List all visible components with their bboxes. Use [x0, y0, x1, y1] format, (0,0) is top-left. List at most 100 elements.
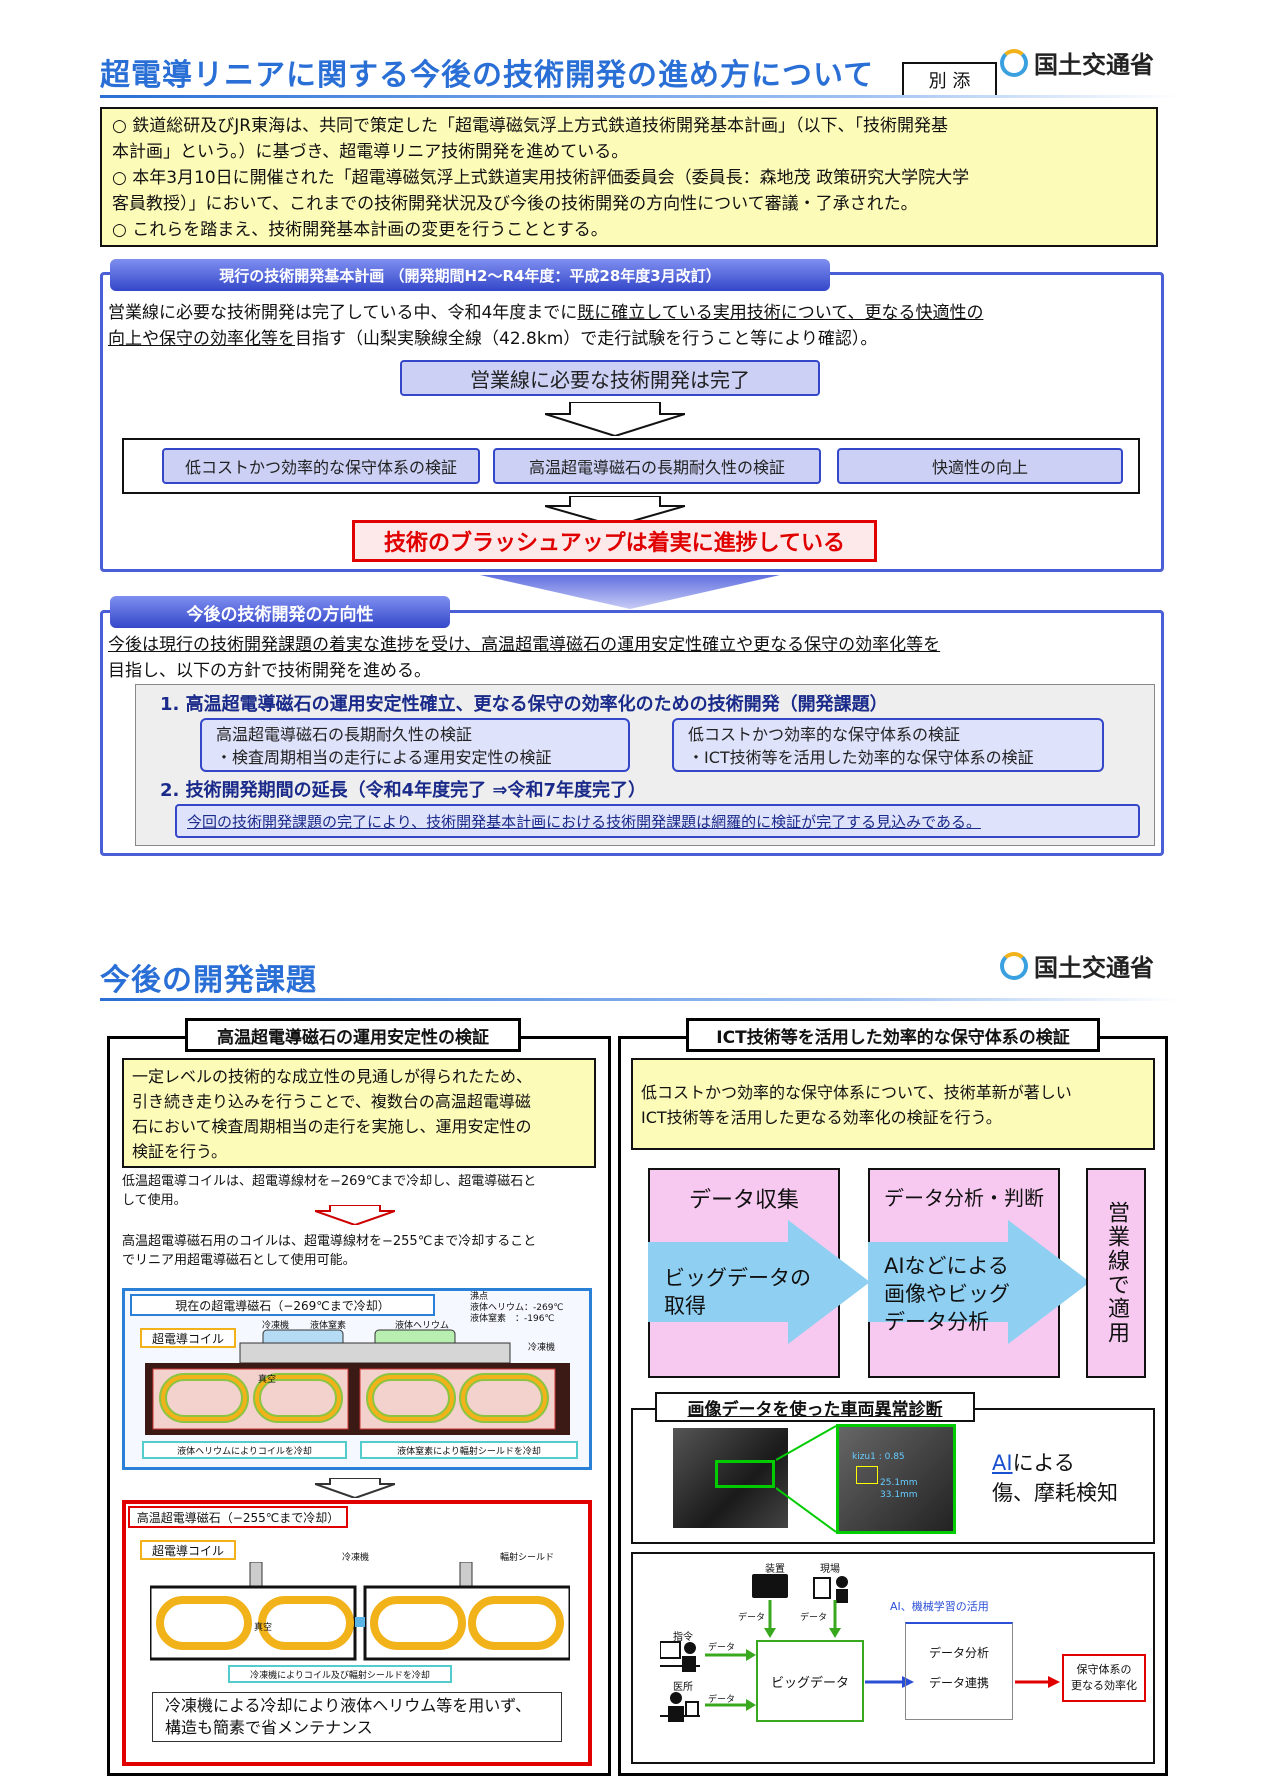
device-icon	[752, 1574, 788, 1598]
clinic-desk-icon	[660, 1690, 700, 1728]
title-underline	[100, 998, 1180, 1001]
fig1-label-refrigerator2: 冷凍機	[528, 1343, 556, 1353]
item-durability: 高温超電導磁石の長期耐久性の検証	[493, 448, 821, 484]
down-arrow-icon	[315, 1205, 395, 1225]
fig1-note-helium: 液体ヘリウムによりコイルを冷却	[142, 1441, 347, 1459]
result-efficiency-box: 保守体系の 更なる効率化	[1062, 1654, 1146, 1702]
right-desc-line: ICT技術等を活用した更なる効率化の検証を行う。	[641, 1108, 1002, 1127]
zoom-measure1: 25.1mm	[880, 1478, 918, 1488]
flow-data-label: データ	[738, 1613, 766, 1623]
policy-box-durability: 高温超電導磁石の長期耐久性の検証 ・検査周期相当の走行による運用安定性の検証	[200, 718, 630, 772]
fig2-title: 高温超電導磁石（−255℃まで冷却）	[128, 1506, 348, 1528]
result-box: 技術のブラッシュアップは着実に進捗している	[352, 520, 877, 562]
text-line: して使用。	[122, 1193, 187, 1208]
item-comfort: 快適性の向上	[837, 448, 1123, 484]
fig1-note-nitrogen: 液体窒素により輻射シールドを冷却	[360, 1441, 578, 1459]
text-line: 高温超電導磁石用のコイルは、超電導線材を−255℃まで冷却すること	[122, 1234, 537, 1249]
text: 傷、摩耗検知	[992, 1481, 1118, 1505]
policy-box-line: 高温超電導磁石の長期耐久性の検証	[216, 725, 473, 744]
fig2-magnet-diagram	[150, 1562, 570, 1661]
intro-box: ○ 鉄道総研及びJR東海は、共同で策定した「超電導磁気浮上方式鉄道技術開発基本計…	[100, 107, 1158, 247]
diagnosis-header: 画像データを使った車両異常診断	[655, 1392, 975, 1422]
text-line: データ分析	[928, 1646, 989, 1660]
command-desk-icon	[659, 1640, 700, 1674]
flow-arrows	[705, 1600, 1060, 1711]
data-collection-body: ビッグデータの 取得	[664, 1264, 811, 1320]
fig1-label-vacuum: 真空	[258, 1375, 277, 1385]
flow-panel	[631, 1552, 1155, 1764]
future-desc-line: 目指し、以下の方針で技術開発を進める。	[108, 661, 431, 681]
low-temp-text: 低温超電導コイルは、超電導線材を−269℃まで冷却し、超電導磁石と して使用。	[122, 1172, 602, 1210]
ai-ml-label: AI、機械学習の活用	[890, 1600, 989, 1613]
fig1-title: 現在の超電導磁石（−269℃まで冷却）	[130, 1294, 435, 1316]
text-line: 更なる効率化	[1071, 1679, 1137, 1692]
policy-heading-1: 1. 高温超電導磁石の運用安定性確立、更なる保守の効率化のための技術開発（開発課…	[160, 694, 888, 715]
policy-note: 今回の技術開発課題の完了により、技術開発基本計画における技術開発課題は網羅的に検…	[175, 804, 1140, 838]
text-line: でリニア用超電導磁石として使用可能。	[122, 1253, 356, 1268]
text-line: 低温超電導コイルは、超電導線材を−269℃まで冷却し、超電導磁石と	[122, 1174, 537, 1189]
intro-line: 本計画」という。）に基づき、超電導リニア技術開発を進めている。	[112, 142, 629, 162]
text: による	[1012, 1451, 1075, 1475]
fig2-coil-label: 超電導コイル	[140, 1540, 236, 1560]
fig2-label-vacuum: 真空	[254, 1623, 273, 1633]
intro-line: ○ 鉄道総研及びJR東海は、共同で策定した「超電導磁気浮上方式鉄道技術開発基本計…	[112, 116, 949, 136]
high-temp-text: 高温超電導磁石用のコイルは、超電導線材を−255℃まで冷却すること でリニア用超…	[122, 1232, 602, 1270]
analysis-box: データ分析 データ連携	[905, 1622, 1013, 1720]
flow-field-label: 現場	[820, 1564, 840, 1575]
ministry-logo: 国土交通省	[1000, 45, 1154, 80]
text-line: 画像やビッグ	[884, 1282, 1010, 1306]
policy-heading-2: 2. 技術開発期間の延長（令和4年度完了 ⇒令和7年度完了）	[160, 780, 647, 801]
zoom-label: kizu1 : 0.85	[852, 1452, 905, 1462]
fig2-note: 冷凍機によりコイル及び輻射シールドを冷却	[228, 1665, 452, 1683]
ministry-logo: 国土交通省	[1000, 948, 1154, 983]
fig2-label-shield: 輻射シールド	[500, 1553, 555, 1563]
text-line: ビッグデータの	[664, 1266, 811, 1290]
fig1-label-helium: 液体ヘリウム	[395, 1321, 450, 1331]
policy-box-maintenance: 低コストかつ効率的な保守体系の検証 ・ICT技術等を活用した効率的な保守体系の検…	[672, 718, 1104, 772]
arrow-right-icon	[868, 1220, 1090, 1344]
left-desc-line: 引き続き走り込みを行うことで、複数台の高温超電導磁	[132, 1092, 531, 1111]
intro-line: ○ これらを踏まえ、技術開発基本計画の変更を行うこととする。	[112, 220, 608, 240]
field-worker-icon	[812, 1574, 852, 1604]
policy-box-line: ・ICT技術等を活用した効率的な保守体系の検証	[688, 748, 1034, 767]
ministry-name: 国土交通省	[1034, 954, 1154, 982]
down-arrow-icon	[545, 496, 685, 526]
left-desc-line: 石において検査周期相当の走行を実施し、運用安定性の	[132, 1117, 532, 1136]
future-box	[100, 610, 1164, 856]
text-line: 液体窒素 ：-196℃	[470, 1314, 555, 1324]
future-desc: 今後は現行の技術開発課題の着実な進捗を受け、高温超電導磁石の運用安定性確立や更な…	[108, 632, 1158, 684]
mlit-logo-icon	[1000, 48, 1028, 77]
desc-text: 営業線に必要な技術開発は完了している中、令和4年度までに	[108, 303, 578, 323]
flow-command-label: 指令	[673, 1632, 693, 1643]
left-desc-line: 検証を行う。	[132, 1142, 228, 1161]
text-line: 保守体系の	[1076, 1663, 1132, 1676]
data-analysis-head: データ分析・判断	[884, 1186, 1044, 1210]
page1-title: 超電導リニアに関する今後の技術開発の進め方について	[100, 58, 875, 93]
flow-data-label: データ	[708, 1695, 736, 1705]
flow-data-label: データ	[800, 1613, 828, 1623]
left-desc: 一定レベルの技術的な成立性の見通しが得られたため、 引き続き走り込みを行うことで…	[122, 1058, 596, 1168]
flow-data-label: データ	[708, 1643, 736, 1653]
intro-line: 客員教授）」において、これまでの技術開発状況及び今後の技術開発の方向性について審…	[112, 194, 918, 214]
policy-box-line: ・検査周期相当の走行による運用安定性の検証	[216, 748, 552, 767]
items-frame	[122, 438, 1140, 494]
left-panel-header: 高温超電導磁石の運用安定性の検証	[185, 1018, 521, 1052]
fig1-label-nitrogen: 液体窒素	[310, 1321, 347, 1331]
arrow-right-icon	[648, 1220, 870, 1344]
zoom-lines	[776, 1425, 836, 1533]
desc-underlined: 向上や保守の効率化等を	[108, 329, 295, 349]
fig1-coil-label: 超電導コイル	[140, 1328, 236, 1348]
fig1-label-refrigerator: 冷凍機	[262, 1321, 290, 1331]
fig2-label-refrigerator: 冷凍機	[342, 1553, 370, 1563]
defect-box	[856, 1466, 878, 1484]
intro-line: ○ 本年3月10日に開催された「超電導磁気浮上式鉄道実用技術評価委員会（委員長：…	[112, 168, 970, 188]
future-tab: 今後の技術開発の方向性	[110, 596, 450, 628]
desc-text: 目指す（山梨実験線全線（42.8km）で走行試験を行うこと等により確認）。	[295, 329, 878, 349]
page2-title: 今後の開発課題	[100, 963, 317, 998]
apply-card: 営業線で適用	[1086, 1168, 1146, 1378]
big-data-box: ビッグデータ	[756, 1640, 864, 1722]
text-line: データ分析	[884, 1310, 989, 1334]
left-desc-line: 一定レベルの技術的な成立性の見通しが得られたため、	[132, 1067, 533, 1086]
item-maintenance: 低コストかつ効率的な保守体系の検証	[162, 448, 480, 484]
text-line: 液体ヘリウム：-269℃	[470, 1303, 564, 1313]
